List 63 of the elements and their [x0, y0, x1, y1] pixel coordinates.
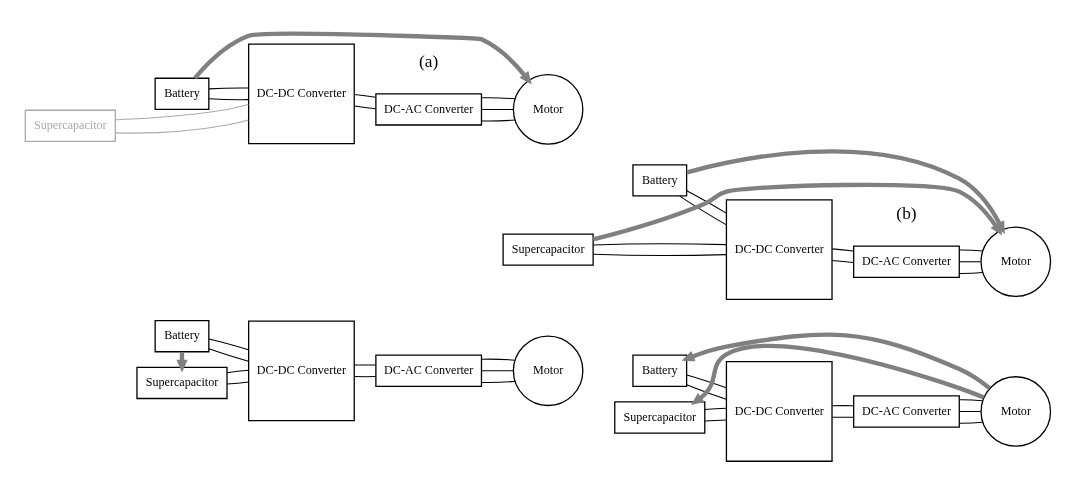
connector — [208, 347, 249, 362]
label: (a) — [419, 51, 439, 71]
node-box: Supercapacitor — [502, 232, 594, 266]
connector — [592, 253, 727, 256]
connector — [959, 271, 983, 274]
arrow — [686, 148, 1005, 234]
connector — [481, 118, 516, 122]
connector — [481, 96, 516, 99]
node-circle: Motor — [512, 73, 584, 145]
arrow — [193, 31, 532, 84]
connector — [959, 249, 983, 251]
node-box: Battery — [154, 77, 210, 110]
node-box: Supercapacitor — [24, 109, 116, 142]
connector — [208, 86, 249, 89]
node-box: DC-AC Converter — [375, 354, 483, 387]
connector — [353, 375, 377, 377]
node-box: DC-AC Converter — [375, 92, 483, 126]
connector — [208, 337, 249, 350]
node-box: DC-DC Converter — [725, 198, 833, 300]
connector — [226, 369, 250, 373]
connector — [481, 358, 516, 361]
connector — [115, 118, 249, 134]
connector — [831, 247, 854, 251]
connector — [831, 404, 854, 406]
node-circle: Motor — [980, 225, 1052, 297]
connector — [592, 242, 727, 245]
node-box: DC-DC Converter — [248, 42, 355, 144]
arrow — [681, 331, 991, 390]
connector — [686, 189, 727, 214]
connector — [704, 418, 727, 421]
arrow — [592, 182, 1003, 241]
connector — [353, 105, 377, 109]
connector — [959, 398, 983, 401]
connector — [481, 369, 514, 371]
node-box: DC-DC Converter — [725, 360, 833, 462]
node-circle: Motor — [512, 334, 584, 406]
connector — [115, 103, 249, 120]
node-box: Supercapacitor — [136, 366, 228, 399]
connector — [686, 383, 727, 400]
node-box: Battery — [154, 319, 210, 352]
node-box: DC-AC Converter — [853, 394, 960, 428]
connector — [353, 93, 377, 98]
connector — [959, 410, 982, 412]
connector — [686, 373, 727, 388]
arrow — [690, 343, 985, 405]
node-box: Battery — [632, 163, 688, 197]
connector — [481, 108, 514, 110]
connector — [208, 97, 249, 100]
node-box: DC-AC Converter — [853, 245, 960, 278]
node-box: Battery — [632, 354, 688, 387]
label: (b) — [896, 203, 917, 223]
connector — [679, 195, 727, 225]
node-box: DC-DC Converter — [248, 319, 355, 421]
node-box: Supercapacitor — [614, 400, 706, 434]
connector — [959, 260, 982, 262]
connector — [959, 421, 983, 424]
node-circle: Motor — [980, 375, 1052, 447]
connector — [831, 259, 854, 263]
connector — [831, 416, 854, 418]
connector — [704, 407, 727, 410]
connector — [481, 380, 516, 383]
connector — [353, 363, 377, 366]
connector — [226, 380, 250, 385]
